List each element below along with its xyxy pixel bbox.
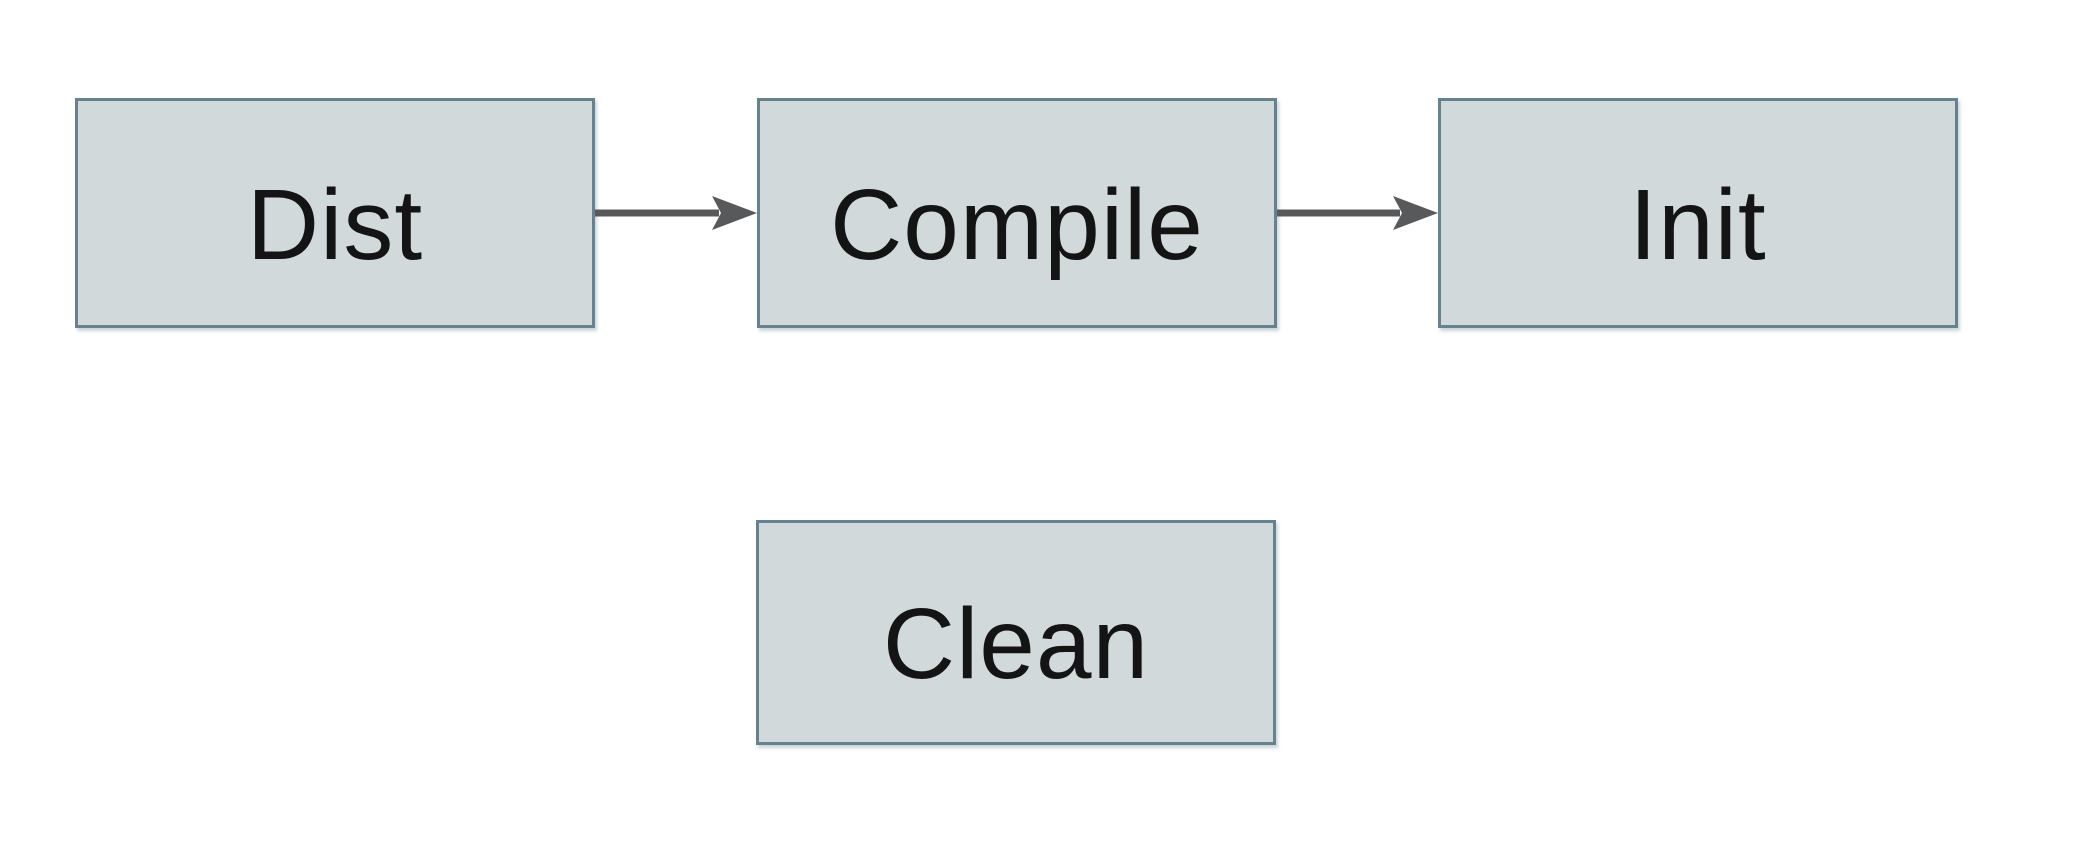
connector-dist-to-compile[interactable] xyxy=(595,196,757,230)
node-init-label: Init xyxy=(1629,168,1767,281)
node-compile[interactable]: Compile xyxy=(757,98,1277,328)
node-init[interactable]: Init xyxy=(1438,98,1958,328)
node-dist[interactable]: Dist xyxy=(75,98,595,328)
node-clean-label: Clean xyxy=(882,588,1150,700)
node-dist-label: Dist xyxy=(246,168,424,281)
connector-compile-to-init[interactable] xyxy=(1277,196,1438,230)
node-clean[interactable]: Clean xyxy=(756,520,1276,745)
node-compile-label: Compile xyxy=(830,168,1204,281)
